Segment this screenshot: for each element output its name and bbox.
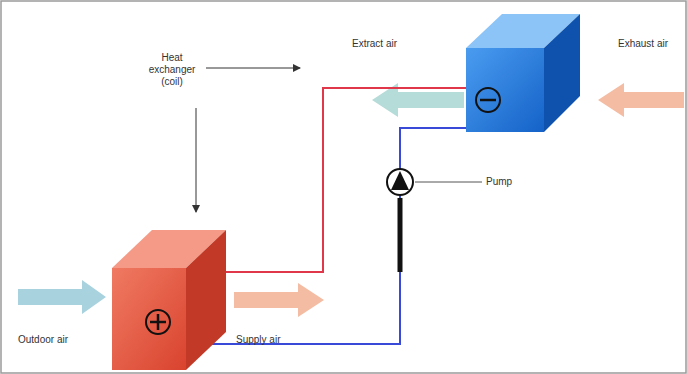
supply-air-arrow: [234, 283, 324, 317]
air-label: Extract air: [352, 38, 397, 50]
cold-pipe: [186, 128, 466, 344]
exhaust-air-arrow: [598, 83, 684, 117]
flow-arrow: [398, 198, 403, 272]
coil-side: [544, 14, 580, 132]
callout-leader: [196, 108, 197, 212]
part-label: Pump: [486, 176, 512, 188]
pump-leader: [415, 182, 482, 183]
pump-triangle: [391, 171, 409, 190]
callout-leader: [206, 68, 300, 69]
heating-coil: [112, 268, 186, 370]
hot-pipe: [206, 88, 466, 272]
coil-side: [186, 230, 226, 370]
outdoor-air-arrow: [18, 280, 106, 314]
minus-symbol: [476, 88, 500, 112]
plus-symbol: [146, 310, 170, 334]
cooling-coil: [466, 48, 544, 132]
callout-label: Heat exchanger (coil): [140, 52, 204, 88]
air-label: Exhaust air: [618, 38, 668, 50]
pump-symbol: [387, 169, 413, 195]
air-label: Supply air: [236, 334, 280, 346]
air-label: Outdoor air: [18, 334, 68, 346]
